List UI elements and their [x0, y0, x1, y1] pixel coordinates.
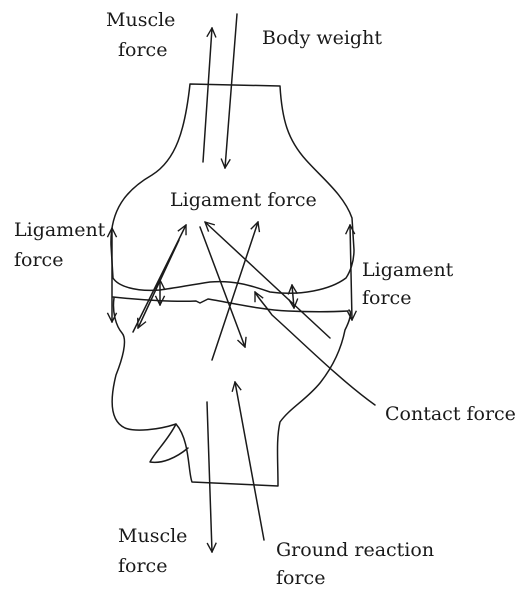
fibula-outline	[150, 424, 188, 462]
label-ligament-force-left: Ligament force	[14, 219, 111, 271]
label-body-weight: Body weight	[262, 27, 382, 49]
label-ground-reaction-force: Ground reaction force	[276, 539, 440, 589]
muscle-force-arrow-bottom	[207, 402, 212, 552]
label-ligament-force-right: Ligament force	[362, 259, 459, 309]
ground-reaction-arrow	[235, 382, 264, 540]
muscle-force-arrow-top	[203, 28, 212, 162]
cruciate-arrow-5	[138, 240, 179, 328]
label-muscle-force-top: Muscle force	[106, 9, 181, 61]
label-muscle-force-bottom: Muscle force	[118, 525, 193, 577]
ligament-arrow-right-outer	[350, 225, 352, 320]
label-contact-force: Contact force	[385, 403, 516, 425]
tibia-outline	[112, 298, 350, 486]
label-ligament-force-center: Ligament force	[170, 189, 317, 211]
cruciate-arrow-2	[212, 222, 258, 360]
body-weight-arrow	[225, 14, 237, 168]
cruciate-arrow-4	[205, 222, 330, 338]
